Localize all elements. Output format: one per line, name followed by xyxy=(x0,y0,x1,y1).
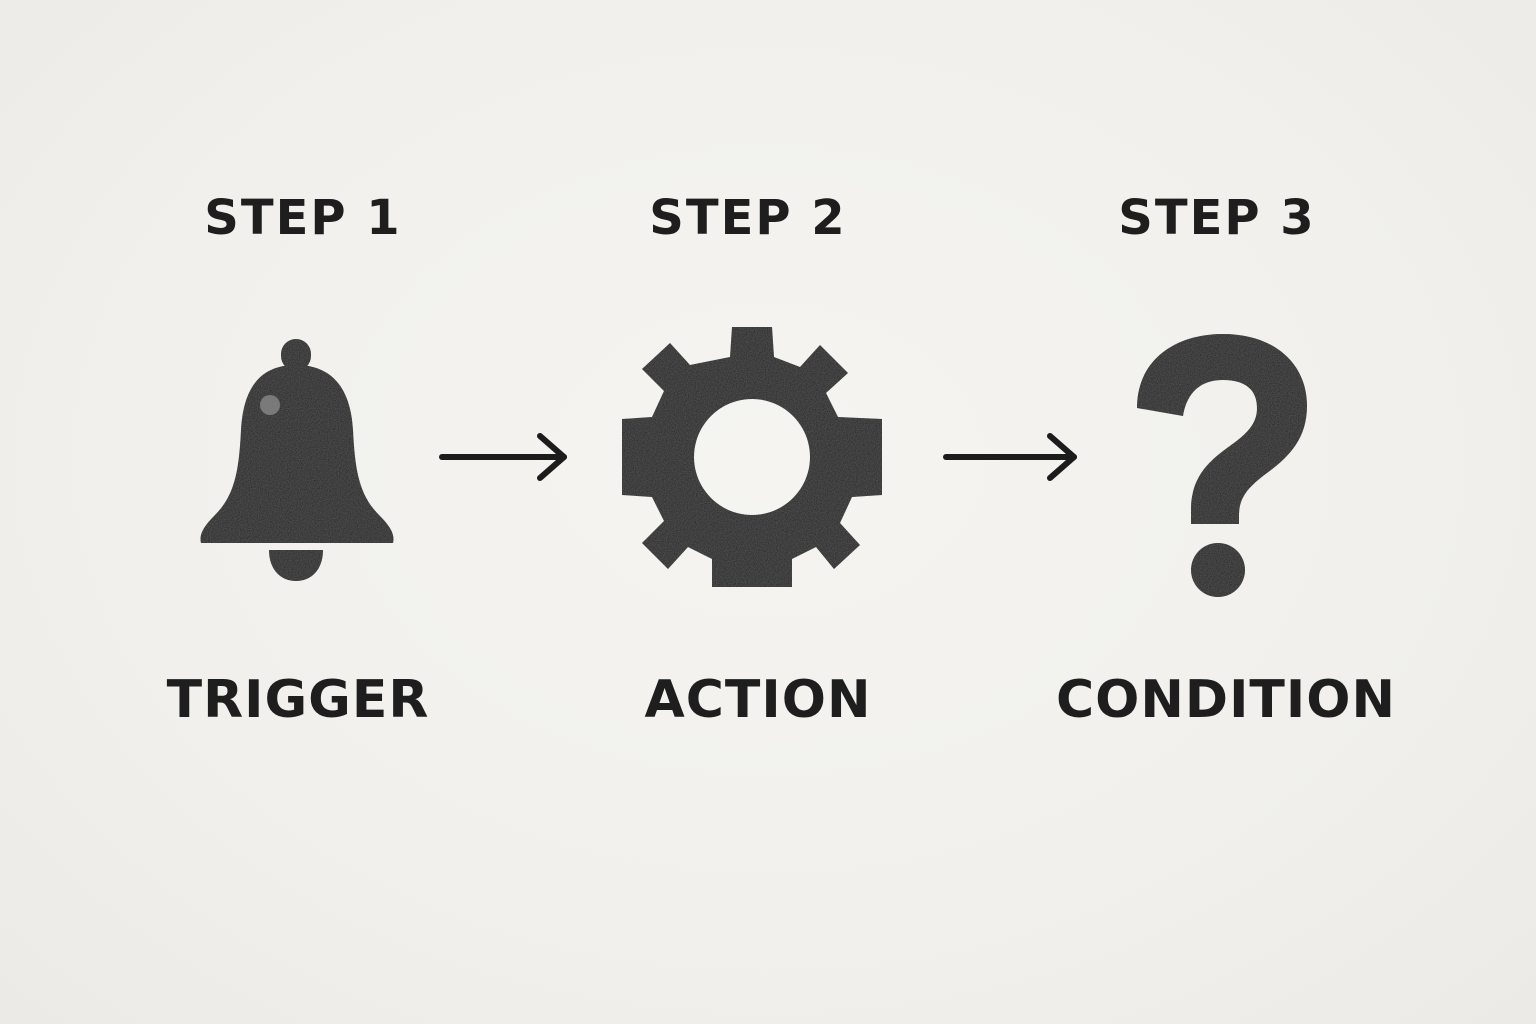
step-3-name: CONDITION xyxy=(1056,670,1396,730)
gear-icon xyxy=(618,323,886,591)
question-mark-icon xyxy=(1135,330,1315,600)
step-2-label: STEP 2 xyxy=(649,190,847,246)
step-2-name: ACTION xyxy=(644,670,872,730)
arrow-right-icon xyxy=(438,432,573,486)
step-3-label: STEP 3 xyxy=(1118,190,1316,246)
bell-highlight xyxy=(260,395,280,415)
arrow-right-icon xyxy=(942,432,1082,486)
step-1-name: TRIGGER xyxy=(166,670,430,730)
bell-icon xyxy=(195,335,405,585)
step-1-label: STEP 1 xyxy=(204,190,402,246)
